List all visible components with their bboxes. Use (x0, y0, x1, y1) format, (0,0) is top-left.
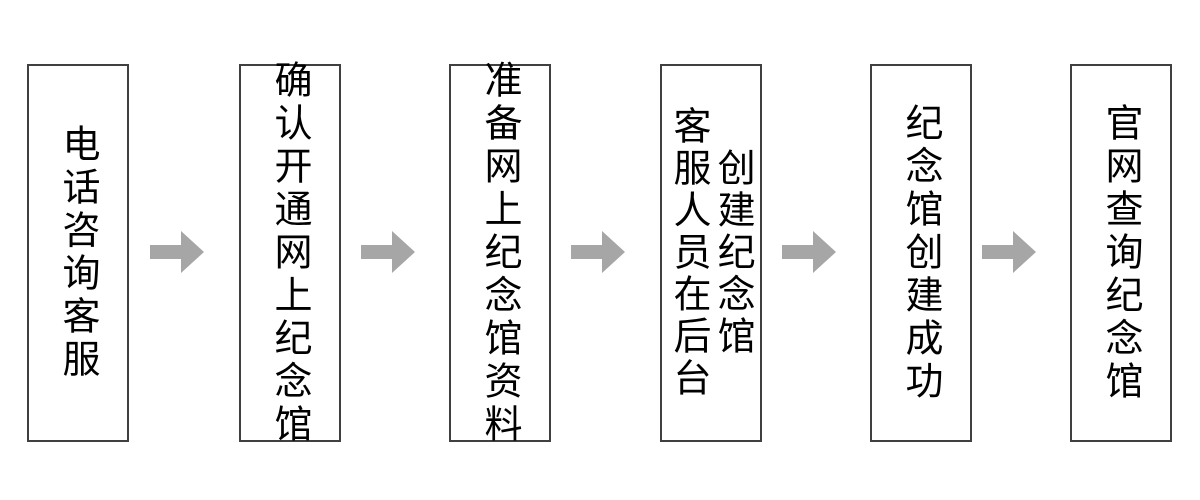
process-node-3[interactable]: 准备网上纪念馆资料 (449, 60, 551, 447)
connector-arrow-5 (982, 231, 1036, 273)
right-arrow-icon (982, 231, 1036, 273)
node-label-column-2: 创建纪念馆 (711, 148, 756, 358)
node-label: 确认开通网上纪念馆 (268, 59, 313, 447)
process-node-2[interactable]: 确认开通网上纪念馆 (239, 60, 341, 447)
node-label: 官网查询纪念馆 (1099, 102, 1144, 404)
process-node-4[interactable]: 客服人员在后台 创建纪念馆 (660, 64, 762, 442)
process-node-6[interactable]: 官网查询纪念馆 (1070, 64, 1172, 442)
connector-arrow-4 (782, 231, 836, 273)
connector-arrow-2 (361, 231, 415, 273)
connector-arrow-1 (150, 231, 204, 273)
process-node-5[interactable]: 纪念馆创建成功 (870, 64, 972, 442)
connector-arrow-3 (571, 231, 625, 273)
right-arrow-icon (571, 231, 625, 273)
node-label: 准备网上纪念馆资料 (478, 59, 523, 447)
right-arrow-icon (150, 231, 204, 273)
process-node-1[interactable]: 电话咨询客服 (27, 64, 129, 442)
node-label: 纪念馆创建成功 (899, 102, 944, 404)
node-label-column-1: 客服人员在后台 (667, 106, 711, 400)
node-label: 电话咨询客服 (56, 124, 101, 382)
right-arrow-icon (361, 231, 415, 273)
right-arrow-icon (782, 231, 836, 273)
